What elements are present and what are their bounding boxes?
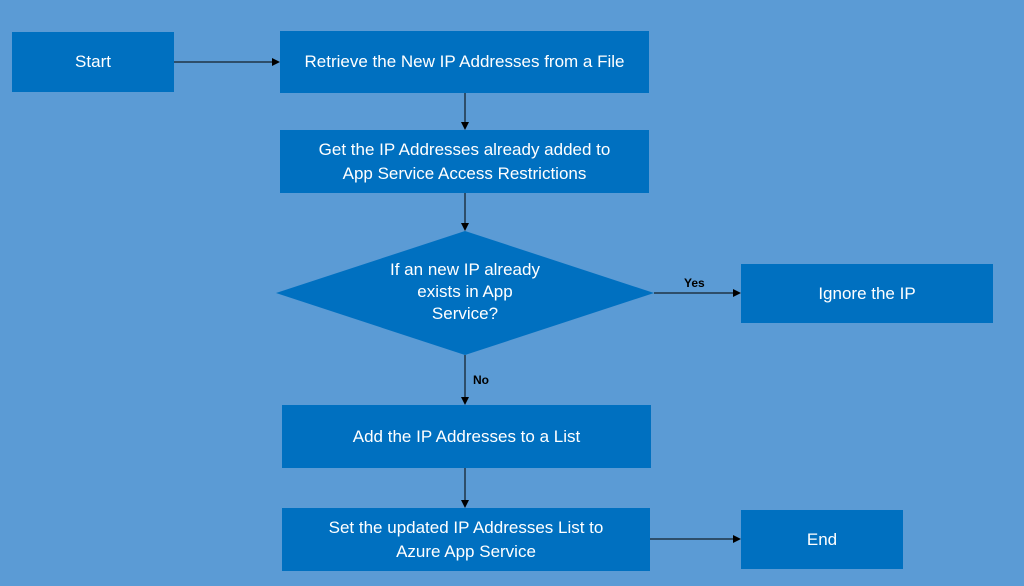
decision-line3: Service? [431,304,499,323]
ignore-node: Ignore the IP [741,264,993,323]
set-list-line2: Azure App Service [396,541,536,561]
no-edge-label: No [473,373,489,387]
add-list-node: Add the IP Addresses to a List [282,405,651,468]
decision-line1: If an new IP already [390,260,540,279]
ignore-node-label: Ignore the IP [818,283,916,303]
get-existing-line1: Get the IP Addresses already added to [318,139,611,159]
end-node-label: End [806,529,838,549]
get-existing-line2: App Service Access Restrictions [342,163,587,183]
retrieve-node: Retrieve the New IP Addresses from a Fil… [280,31,649,93]
add-list-node-label: Add the IP Addresses to a List [352,426,581,446]
retrieve-node-label: Retrieve the New IP Addresses from a Fil… [304,52,625,71]
yes-edge-label: Yes [684,276,705,290]
get-existing-node: Get the IP Addresses already added to Ap… [280,130,649,193]
decision-label: If an new IP already exists in App Servi… [375,259,555,325]
decision-diamond [276,231,654,355]
start-node: Start [12,32,174,92]
end-node: End [741,510,903,569]
decision-line2: exists in App [417,282,513,301]
set-list-line1: Set the updated IP Addresses List to [328,517,604,537]
start-node-label: Start [75,52,111,71]
set-list-node: Set the updated IP Addresses List to Azu… [282,508,650,571]
